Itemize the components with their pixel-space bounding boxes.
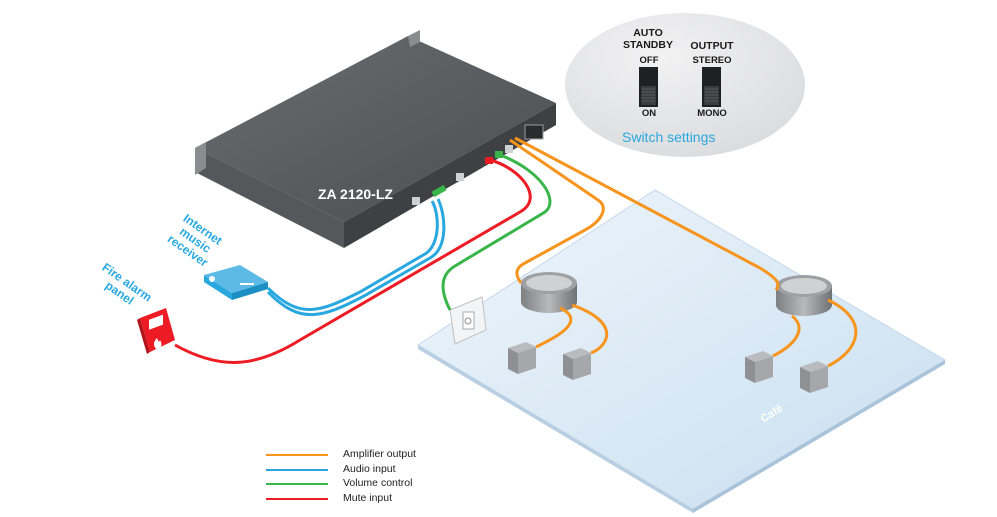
volume-control — [449, 296, 487, 345]
auto-standby-title-line-1: AUTO — [633, 27, 663, 39]
legend-label-volume-control: Volume control — [343, 477, 413, 489]
cafe-floor-edge — [418, 345, 693, 513]
fire-alarm-panel — [137, 308, 175, 354]
cafe-floor-edge-right — [693, 360, 945, 513]
box-speaker-2 — [563, 348, 591, 380]
output-title: OUTPUT — [690, 40, 734, 52]
switch-settings-caption: Switch settings — [622, 129, 716, 145]
auto-standby-off-label: OFF — [639, 55, 659, 66]
amplifier-output-cable-2 — [514, 136, 780, 291]
box-speaker-1 — [508, 342, 536, 374]
legend-swatch-volume-control — [266, 483, 328, 485]
output-mono-label: MONO — [697, 108, 727, 119]
legend-swatch-amplifier-output — [266, 454, 328, 456]
ceiling-speaker-2 — [776, 275, 832, 316]
mute-input-cable — [174, 158, 532, 364]
legend-label-audio-input: Audio input — [343, 462, 396, 475]
box-speaker-4 — [800, 361, 828, 393]
auto-standby-on-label: ON — [641, 108, 657, 119]
device-label: ZA 2120-LZ — [318, 186, 393, 202]
amplifier-device — [195, 30, 556, 248]
legend-swatch-mute-input — [266, 497, 328, 500]
switch-settings-bubble — [565, 13, 805, 157]
output-stereo-label: STEREO — [692, 55, 732, 66]
legend-swatch-audio-input — [266, 468, 328, 471]
ceiling-speaker-1 — [521, 272, 577, 313]
legend-label-amplifier-output: Amplifier output — [343, 448, 416, 460]
legend-label-mute-input: Mute input — [343, 491, 393, 504]
box-speaker-3 — [745, 351, 773, 383]
audio-input-cable — [266, 200, 439, 311]
amplifier-output-cable-1 — [509, 138, 605, 284]
internet-music-receiver — [204, 265, 268, 300]
volume-control-cable — [441, 153, 552, 311]
auto-standby-title: AUTO STANDBY — [618, 27, 678, 51]
auto-standby-title-line-2: STANDBY — [623, 39, 673, 51]
cafe-floor — [417, 189, 946, 510]
